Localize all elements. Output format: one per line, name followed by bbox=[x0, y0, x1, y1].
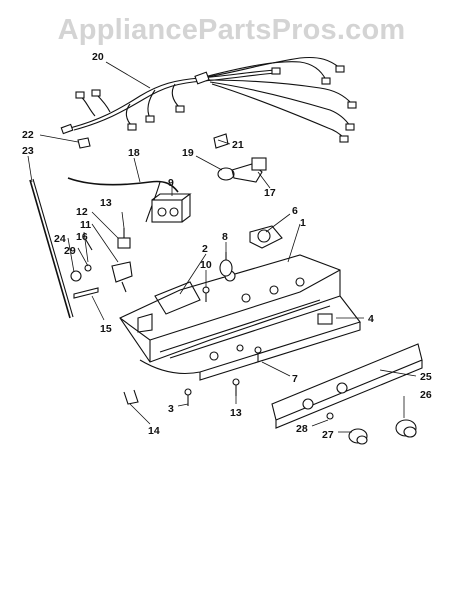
callout-7: 7 bbox=[292, 373, 298, 385]
callout-25: 25 bbox=[420, 371, 432, 383]
callout-11: 11 bbox=[80, 219, 91, 231]
callout-23: 23 bbox=[22, 145, 34, 157]
callout-26: 26 bbox=[420, 389, 432, 401]
wire-harness bbox=[60, 56, 357, 143]
callout-21: 21 bbox=[232, 139, 244, 151]
callout-8: 8 bbox=[222, 231, 228, 243]
clip-part bbox=[77, 137, 91, 149]
callout-9: 9 bbox=[168, 177, 174, 189]
watermark: AppliancePartsPros.com bbox=[57, 14, 406, 46]
callout-20: 20 bbox=[92, 51, 104, 63]
callout-4: 4 bbox=[368, 313, 374, 325]
callout-24: 24 bbox=[54, 233, 66, 245]
callout-18: 18 bbox=[128, 147, 140, 159]
callout-1: 1 bbox=[300, 217, 306, 229]
callout-2: 2 bbox=[202, 243, 208, 255]
small-parts-left bbox=[70, 228, 153, 333]
callout-labels: 20 22 23 18 21 19 17 9 13 12 11 16 24 29… bbox=[22, 51, 432, 441]
switch-part bbox=[249, 225, 283, 249]
callout-13a: 13 bbox=[100, 197, 112, 209]
callout-16: 16 bbox=[76, 231, 88, 243]
callout-10: 10 bbox=[200, 259, 212, 271]
front-panel bbox=[271, 343, 423, 429]
callout-27: 27 bbox=[322, 429, 334, 441]
callout-6: 6 bbox=[292, 205, 298, 217]
callout-29a: 29 bbox=[64, 245, 76, 257]
callout-13b: 13 bbox=[230, 407, 242, 419]
callout-19: 19 bbox=[182, 147, 194, 159]
callout-22: 22 bbox=[22, 129, 34, 141]
control-housing bbox=[119, 254, 361, 381]
callout-28: 28 bbox=[296, 423, 308, 435]
screws bbox=[184, 286, 262, 406]
rod-part bbox=[29, 178, 74, 319]
control-part bbox=[151, 193, 192, 223]
callout-15: 15 bbox=[100, 323, 112, 335]
knobs bbox=[326, 412, 417, 445]
bulb-part bbox=[219, 252, 233, 277]
light-socket-assembly bbox=[213, 133, 267, 183]
clip-14 bbox=[123, 389, 139, 405]
leader-lines bbox=[27, 61, 417, 433]
callout-14: 14 bbox=[148, 425, 160, 437]
callout-17: 17 bbox=[264, 187, 276, 199]
callout-3: 3 bbox=[168, 403, 174, 415]
callout-12: 12 bbox=[76, 206, 88, 218]
